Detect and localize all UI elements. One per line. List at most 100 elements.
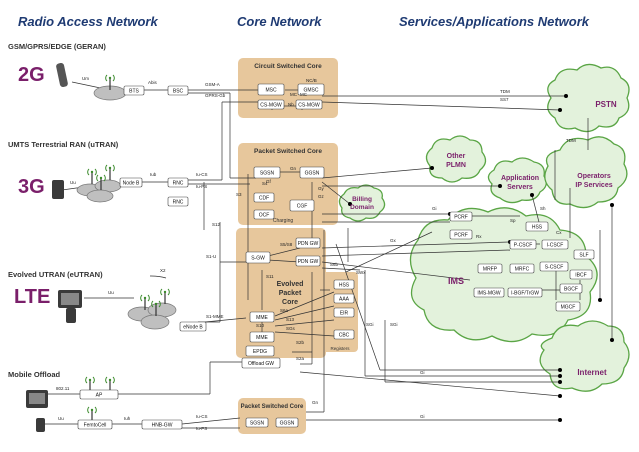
- interface-label-sgi1: SGi: [366, 322, 374, 327]
- section-geran: GSM/GPRS/EDGE (GERAN): [8, 42, 106, 51]
- interface-label-s12: S12: [212, 222, 221, 227]
- node-cgf: CGF: [289, 199, 315, 212]
- operators-label-2: IP Services: [575, 182, 612, 189]
- node-label-bsc: BSC: [173, 88, 184, 94]
- core-box-labels: Circuit Switched Core Packet Switched Co…: [241, 63, 351, 410]
- interface-label-iups2: Iu-PS: [196, 426, 207, 431]
- node-scscf: S-CSCF: [539, 261, 569, 272]
- interface-label-sgs: SGs: [286, 326, 296, 331]
- interface-label-iuh: Iuh: [124, 416, 131, 421]
- interface-label-gi: Gi: [432, 206, 437, 211]
- interface-label-tdm1: TDM: [500, 89, 510, 94]
- radio-elements: [26, 62, 177, 432]
- generation-2g: 2G: [18, 64, 45, 86]
- interface-label-um: Um: [82, 76, 89, 81]
- interface-label-s11: S11: [266, 274, 274, 279]
- generation-3g: 3G: [18, 176, 45, 198]
- interface-label-sgi2: SGi: [390, 322, 398, 327]
- interface-label-s5s8: S5/S8: [280, 242, 293, 247]
- node-bgcf: BGCF: [559, 283, 583, 294]
- node-label-ibcf: IBCF: [575, 272, 586, 278]
- node-mgcf: MGCF: [555, 301, 581, 312]
- operators-ip-services-cloud: [544, 136, 628, 209]
- node-label-sgsn: SGSN: [260, 170, 275, 176]
- node-label-cdf: CDF: [259, 195, 269, 201]
- node-bsc: BSC: [167, 85, 189, 96]
- node-cdf: CDF: [253, 192, 275, 203]
- interface-label-gsma: GSM-A: [205, 82, 220, 87]
- node-label-epdg: EPDG: [253, 349, 267, 355]
- node-label-bts: BTS: [129, 88, 139, 94]
- interface-label-iucs: Iu-CS: [196, 172, 208, 177]
- node-label-pcrf1: PCRF: [454, 214, 468, 220]
- node-aaa: AAA: [333, 293, 355, 304]
- node-label-mme1: MME: [256, 315, 268, 321]
- interface-label-gprsgb: GPRS-Gb: [205, 93, 226, 98]
- interface-label-s4: S4: [262, 181, 268, 186]
- node-ap: AP: [79, 389, 119, 400]
- packet-switched-core-box: [238, 143, 338, 225]
- interface-label-mc2: MC: [300, 92, 308, 97]
- node-mrfp: MRFP: [477, 263, 503, 274]
- 3g-phone-icon: [52, 180, 64, 199]
- interface-label-swx: SWx: [356, 270, 366, 275]
- node-label-eir: EIR: [340, 310, 349, 316]
- internet-cloud: [539, 320, 630, 392]
- offload-phone-icon: [36, 418, 45, 432]
- node-offloadgw: Offload GW: [241, 357, 281, 369]
- node-ibcf: IBCF: [569, 269, 593, 280]
- header-radio-access-network: Radio Access Network: [18, 14, 158, 29]
- node-label-ggsn: GGSN: [305, 170, 320, 176]
- billing-domain-label-1: Billing: [352, 196, 372, 203]
- node-pcrf1: PCRF: [449, 211, 473, 222]
- node-mme2: MME: [249, 331, 275, 343]
- node-label-ap: AP: [96, 392, 103, 398]
- node-label-hnbgw: HNB-GW: [152, 422, 173, 428]
- interface-label-cx: Cx: [556, 230, 562, 235]
- interface-label-tdm2: TDM: [566, 138, 576, 143]
- interface-label-s10: S10: [256, 323, 265, 328]
- interface-label-ss7: SS7: [500, 97, 509, 102]
- epc-label-2: Packet: [279, 290, 302, 297]
- node-epdg: EPDG: [245, 345, 275, 357]
- interface-label-x2: X2: [160, 268, 166, 273]
- node-label-csmgw1: CS-MGW: [260, 102, 282, 108]
- interface-label-gy: Gy: [318, 186, 325, 191]
- node-femtocell: FemtoCell: [77, 419, 113, 430]
- node-label-rnc1: RNC: [173, 180, 184, 186]
- node-mme1: MME: [249, 311, 275, 323]
- section-mobile-offload: Mobile Offload: [8, 370, 61, 379]
- node-rnc1: RNC: [167, 177, 189, 188]
- node-ocf: OCF: [253, 209, 275, 220]
- section-utran: UMTS Terrestrial RAN (uTRAN): [8, 140, 119, 149]
- header-services-network: Services/Applications Network: [399, 14, 590, 29]
- node-label-csmgw2: CS-MGW: [298, 102, 320, 108]
- pstn-cloud: [547, 63, 630, 133]
- interface-label-sp: Sp: [510, 218, 516, 223]
- node-csmgw2: CS-MGW: [295, 99, 323, 110]
- operators-label-1: Operators: [577, 173, 611, 180]
- node-label-pdngw1: PDN GW: [298, 241, 319, 247]
- node-hnbgw: HNB-GW: [141, 419, 183, 430]
- offload-ps-core-label: Packet Switched Core: [241, 404, 304, 410]
- lte-cell-icon: [140, 314, 170, 330]
- circuit-switched-core-label: Circuit Switched Core: [254, 63, 322, 70]
- interface-label-s6b: S6b: [330, 262, 339, 267]
- interface-label-s1u: S1-U: [206, 254, 216, 259]
- node-hss_ims: HSS: [525, 221, 549, 232]
- registers-label: Registers: [330, 346, 350, 351]
- umts-cell-icon: [86, 189, 114, 203]
- other-plmn-cloud: [425, 135, 487, 183]
- packet-switched-core-label: Packet Switched Core: [254, 148, 322, 155]
- application-servers-cloud: [487, 157, 547, 204]
- interface-label-abis: Abis: [148, 80, 158, 85]
- internet-label: Internet: [577, 368, 607, 377]
- node-bts: BTS: [123, 85, 145, 96]
- node-label-offloadgw: Offload GW: [248, 361, 274, 367]
- node-eir: EIR: [333, 307, 355, 318]
- node-label-mme2: MME: [256, 335, 268, 341]
- node-pcrf2: PCRF: [449, 229, 473, 240]
- node-label-bgcf: BGCF: [564, 286, 578, 292]
